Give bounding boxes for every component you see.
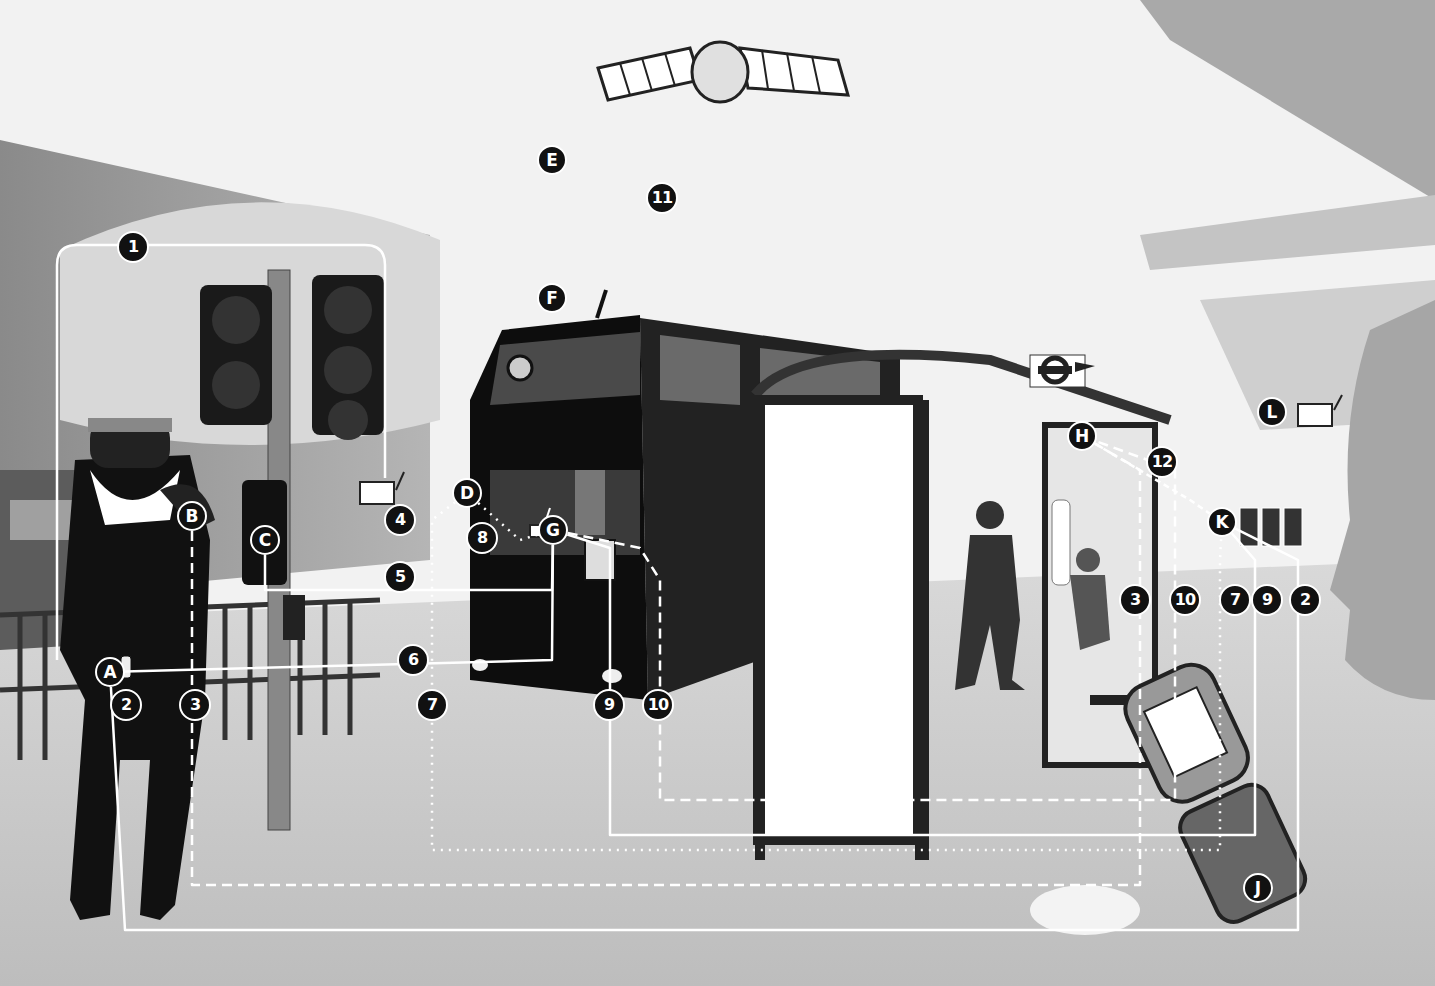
letter-badge: G [538,515,568,545]
mobile-phone [1117,657,1311,928]
callout-number: 1 [117,231,149,263]
device-icons [121,395,1342,678]
woman-face [1330,300,1435,700]
letter-text: B [186,508,199,525]
callout-text: 10 [648,697,668,713]
letter-badge: C [250,525,280,555]
traffic-lights [200,270,384,830]
letter-badge: H [1067,421,1097,451]
letter-badge: J [1243,873,1273,903]
link-line [1095,444,1210,514]
callout-number: 3 [179,689,211,721]
callout-number: 7 [416,689,448,721]
letter-text: L [1267,404,1278,421]
callout-text: 2 [121,697,131,713]
link-line [432,502,1221,850]
letter-badge: B [177,501,207,531]
letter-text: K [1215,514,1228,531]
callout-number: 11 [646,182,678,214]
letter-badge: L [1257,397,1287,427]
light-patch [60,202,440,445]
callout-number: 10 [1169,584,1201,616]
callout-text: 2 [1300,592,1310,608]
letter-text: A [103,664,116,681]
callout-text: 6 [408,652,418,668]
callout-text: 5 [395,569,405,585]
callout-text: 3 [190,697,200,713]
link-line [192,444,1140,885]
callout-number: 4 [384,504,416,536]
letter-badge: F [537,283,567,313]
callout-number: 5 [384,561,416,593]
ceiling [1140,0,1435,200]
letter-text: C [259,532,271,549]
link-line [567,533,1255,835]
callout-number: 6 [397,644,429,676]
link-line [111,529,1298,930]
callout-text: 7 [427,697,437,713]
callout-text: 9 [604,697,614,713]
satellite [598,42,848,102]
callout-text: 8 [477,530,487,546]
callout-text: 4 [395,512,405,528]
callout-number: 7 [1219,584,1251,616]
callout-text: 9 [1262,592,1272,608]
callout-text: 11 [652,190,672,206]
letter-badge: D [452,478,482,508]
callout-text: 3 [1130,592,1140,608]
callout-number: 9 [593,689,625,721]
letter-badge: E [537,145,567,175]
callout-number: 10 [642,689,674,721]
letter-text: G [546,522,560,539]
bus-shelter [755,355,1170,860]
callout-text: 7 [1230,592,1240,608]
callout-text: 1 [128,239,138,255]
letter-text: H [1075,428,1089,445]
callout-number: 2 [110,689,142,721]
callout-number: 8 [466,522,498,554]
link-line [125,545,553,672]
pedestrians [955,501,1110,690]
letter-text: E [546,152,558,169]
callout-text: 10 [1175,592,1195,608]
callout-number: 12 [1146,446,1178,478]
letter-badge: K [1207,507,1237,537]
link-line [568,441,1175,800]
phone-glow [1030,885,1140,935]
callout-number: 3 [1119,584,1151,616]
ceiling-band [1140,195,1435,270]
letter-text: F [546,290,558,307]
letter-text: J [1255,880,1261,897]
underground-roundel [1030,355,1095,387]
letter-text: D [460,485,474,502]
letter-badge: A [95,657,125,687]
callout-number: 2 [1289,584,1321,616]
callout-text: 12 [1152,454,1172,470]
zone-outline [57,245,385,660]
callout-number: 9 [1251,584,1283,616]
